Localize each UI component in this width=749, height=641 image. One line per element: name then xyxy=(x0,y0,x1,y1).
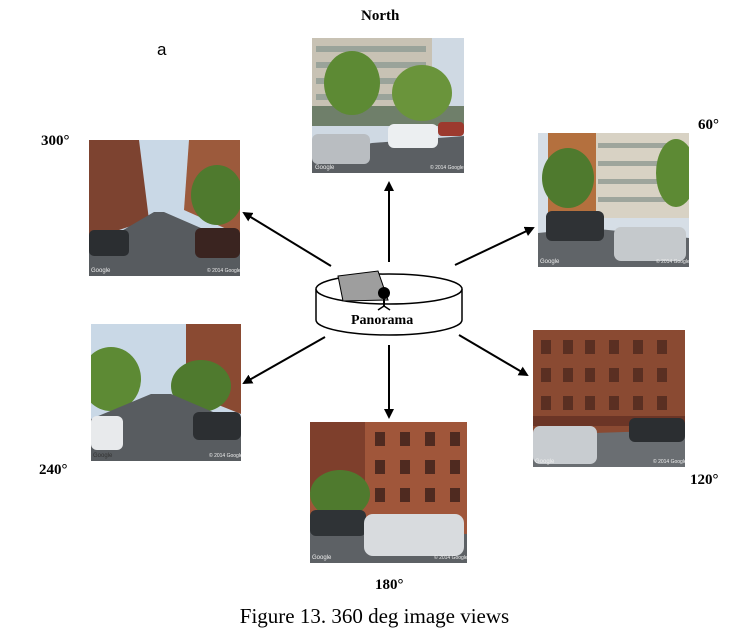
panel-letter: a xyxy=(157,40,167,59)
label-180: 180° xyxy=(375,577,404,593)
arrow-60 xyxy=(454,226,535,266)
figure-caption: Figure 13. 360 deg image views xyxy=(239,604,510,628)
watermark-right: © 2014 Google xyxy=(430,164,464,171)
watermark-right: © 2014 Google xyxy=(209,452,241,459)
watermark-left: Google xyxy=(535,459,555,465)
watermark-left: Google xyxy=(312,555,332,561)
arrow-120 xyxy=(458,334,529,377)
label-240: 240° xyxy=(39,462,68,478)
arrow-300 xyxy=(242,211,332,267)
watermark-right: © 2014 Google xyxy=(434,554,467,561)
watermark-left: Google xyxy=(315,165,335,171)
panorama-label: Panorama xyxy=(351,313,414,328)
view-300-image: Google © 2014 Google xyxy=(89,140,240,276)
watermark-right: © 2014 Google xyxy=(656,258,689,265)
view-120-image: Google © 2014 Google xyxy=(533,330,685,467)
watermark-left: Google xyxy=(540,259,560,265)
view-60-image: Google © 2014 Google xyxy=(538,133,689,267)
view-180-image: Google © 2014 Google xyxy=(310,422,467,563)
arrow-240 xyxy=(242,336,326,384)
watermark-right: © 2014 Google xyxy=(207,267,240,274)
camera-icon xyxy=(377,287,391,311)
watermark-left: Google xyxy=(93,453,113,459)
watermark-right: © 2014 Google xyxy=(653,458,685,465)
label-300: 300° xyxy=(41,133,70,149)
panorama-drum xyxy=(315,270,463,336)
view-240-image: Google © 2014 Google xyxy=(91,324,241,461)
watermark-left: Google xyxy=(91,268,111,274)
label-north: North xyxy=(361,8,400,24)
view-north-image: Google © 2014 Google xyxy=(312,38,464,173)
label-120: 120° xyxy=(690,472,719,488)
label-60: 60° xyxy=(698,117,719,133)
view-wedge xyxy=(337,270,389,302)
